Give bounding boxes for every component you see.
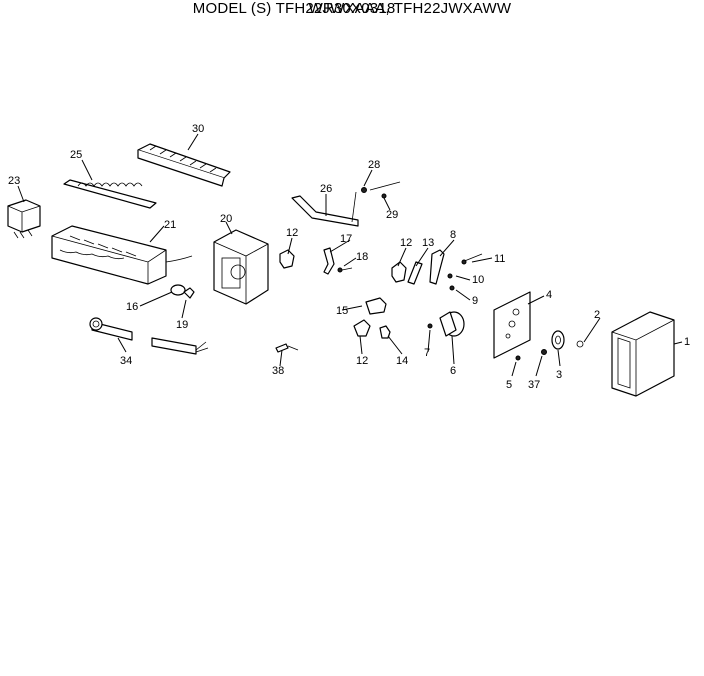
part-15-switch [365,297,387,315]
callout-3: 3 [556,369,562,381]
part-4-plate [493,291,531,359]
callout-13: 13 [422,237,434,249]
part-12-clip [279,249,295,269]
callout-6: 6 [450,365,456,377]
callout-19: 18 [356,251,368,263]
callout-15: 15 [336,305,348,317]
part-number-title: WR30X0318 [308,0,396,17]
part-26-rail [137,143,231,187]
part-6-motor [427,311,465,337]
callout-12: 12 [356,355,368,367]
callout-25: 25 [70,149,82,161]
leader-lines [17,133,683,377]
callout-4: 4 [546,289,552,301]
callout-11: 11 [494,253,505,265]
callout-10: 10 [472,274,484,286]
part-25-heater [63,179,157,209]
part-gears [515,330,584,361]
callout-7: 7 [424,347,430,359]
callout-1: 1 [684,336,690,348]
callout-37: 37 [528,379,540,391]
part-12-14 [353,319,391,339]
callout-20: 20 [220,213,232,225]
callout-38: 38 [272,365,284,377]
callout-12: 12 [286,227,298,239]
part-38-pin [275,343,299,353]
callout-28: 26 [320,183,332,195]
callout-12: 12 [400,237,412,249]
part-1-cover [611,311,675,397]
part-28-arm [291,191,359,227]
callout-9: 9 [472,295,478,307]
callout-8: 8 [450,229,456,241]
part-34-tube [89,317,133,341]
callout-16: 16 [126,301,138,313]
callout-17: 19 [176,319,188,331]
callout-30: 29 [386,209,398,221]
callout-2: 2 [594,309,600,321]
model-title: MODEL (S) TFH22JWXAAA, TFH22JWXAWW [192,0,512,17]
part-23-box [7,199,41,239]
callout-21: 21 [164,219,176,231]
callout-18: 17 [340,233,352,245]
part-21-ice-mold [51,225,193,285]
callout-labels: 30 25 23 21 20 12 17 18 26 28 29 12 13 8… [8,123,690,391]
part-29-30 [361,181,401,199]
callout-29: 28 [368,159,380,171]
callout-5: 5 [506,379,512,391]
part-20-housing [213,229,269,305]
callout-14: 14 [396,355,408,367]
part-16-17 [151,284,209,355]
part-12-13 [391,261,423,285]
part-18-19 [323,247,353,275]
callout-23: 23 [8,175,20,187]
part-8-lever [429,249,483,291]
callout-34: 34 [120,355,132,367]
callout-26: 30 [192,123,204,135]
